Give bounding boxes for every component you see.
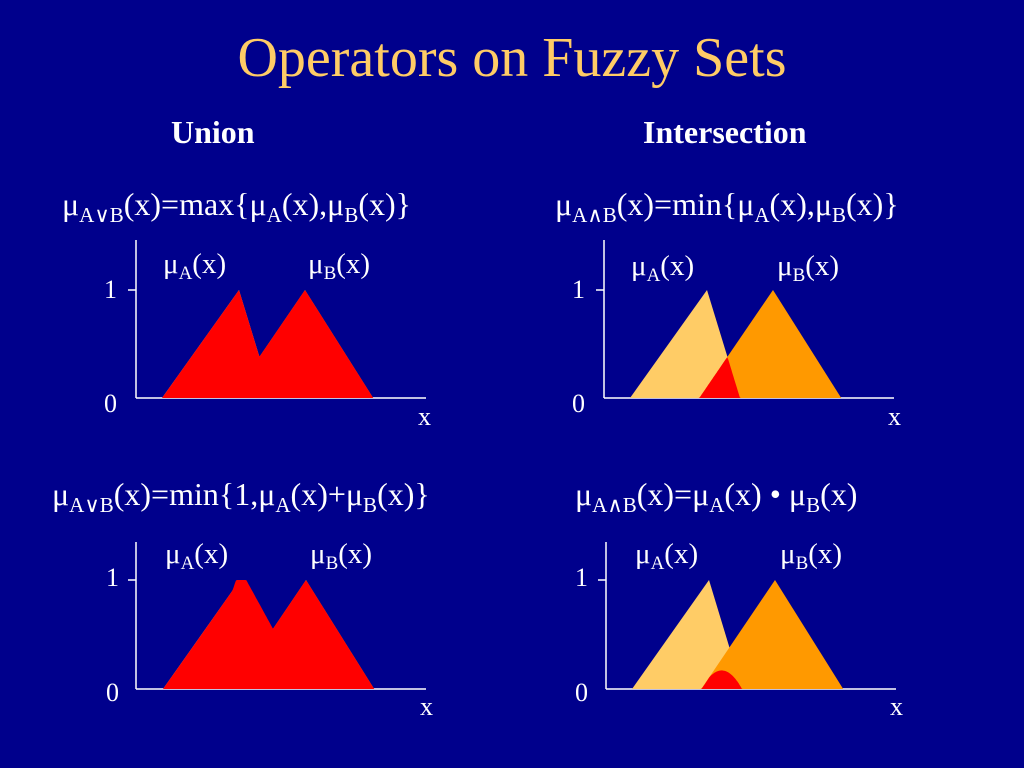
y-tick-0: 0: [572, 389, 585, 418]
y-tick-1: 1: [104, 275, 117, 304]
intersection-heading: Intersection: [643, 114, 807, 150]
result-union-max: [162, 290, 374, 398]
y-tick-0: 0: [575, 678, 588, 707]
set-b-triangle: [699, 290, 842, 398]
x-axis-label: x: [888, 402, 901, 431]
label-mu-a: μA(x): [163, 248, 227, 284]
formula-union-max: μA∨B(x)=max{μA(x),μB(x)}: [62, 186, 411, 227]
set-a-triangle: [630, 290, 740, 398]
x-axis-label: x: [418, 402, 431, 431]
y-tick-0: 0: [106, 678, 119, 707]
y-tick-0: 0: [104, 389, 117, 418]
y-tick-1: 1: [572, 275, 585, 304]
union-heading: Union: [171, 114, 255, 150]
x-axis-label: x: [890, 692, 903, 721]
result-intersection-product: [632, 670, 844, 689]
formula-intersection-product: μA∧B(x)=μA(x) • μB(x): [575, 476, 858, 517]
label-mu-a: μA(x): [631, 250, 695, 286]
label-mu-b: μB(x): [777, 250, 840, 286]
result-intersection-min: [630, 357, 842, 398]
formula-intersection-min: μA∧B(x)=min{μA(x),μB(x)}: [555, 186, 899, 227]
set-b-triangle: [701, 580, 844, 689]
label-mu-a: μA(x): [635, 538, 699, 574]
label-mu-a: μA(x): [165, 538, 229, 574]
formula-union-bounded-sum: μA∨B(x)=min{1,μA(x)+μB(x)}: [52, 476, 430, 517]
label-mu-b: μB(x): [780, 538, 843, 574]
set-a-triangle: [632, 580, 742, 689]
y-tick-1: 1: [106, 563, 119, 592]
y-tick-1: 1: [575, 563, 588, 592]
result-union-bounded-sum: [163, 580, 375, 689]
x-axis-label: x: [420, 692, 433, 721]
label-mu-b: μB(x): [308, 248, 371, 284]
slide-title: Operators on Fuzzy Sets: [237, 27, 787, 89]
label-mu-b: μB(x): [310, 538, 373, 574]
